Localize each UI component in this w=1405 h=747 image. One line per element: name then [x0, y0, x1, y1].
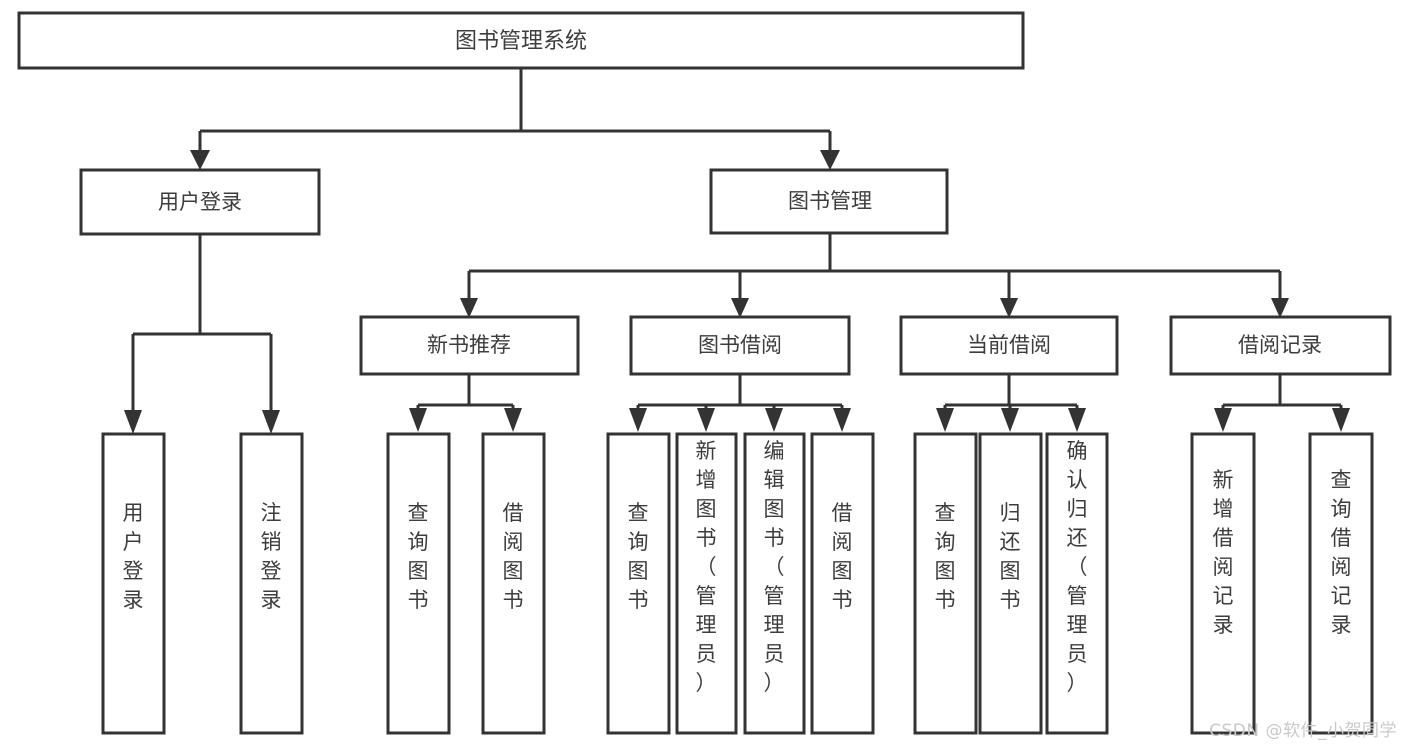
- leaf-node[interactable]: 用户登录: [101, 432, 166, 735]
- leaf-box-nb-query-book[interactable]: [386, 432, 451, 735]
- leaf-label-bb-edit-book: 编辑图书（管理员）: [764, 439, 785, 695]
- leaf-node[interactable]: 编辑图书（管理员）: [743, 432, 806, 735]
- node-new-book-recommend-label: 新书推荐: [427, 333, 511, 357]
- leaf-label-nb-query-book: 查询图书: [408, 501, 429, 612]
- leaf-box-cb-return-book[interactable]: [978, 432, 1043, 735]
- arrow-head-br-leaf-1: [1332, 408, 1350, 432]
- leaf-node[interactable]: 查询图书: [386, 432, 451, 735]
- leaf-label-bb-borrow-book: 借阅图书: [832, 501, 853, 612]
- arrow-head-cb-leaf-1: [1001, 408, 1019, 432]
- node-borrow-record-box[interactable]: [1169, 315, 1392, 376]
- node-book-management[interactable]: 图书管理: [709, 168, 949, 235]
- leaf-box-user-login[interactable]: [101, 432, 166, 735]
- leaf-box-cb-confirm-return[interactable]: [1045, 432, 1109, 735]
- node-borrow-record[interactable]: 借阅记录: [1169, 315, 1392, 376]
- leaf-node[interactable]: 归还图书: [978, 432, 1043, 735]
- arrow-head-current-borrow: [1000, 298, 1018, 318]
- node-root-box[interactable]: [17, 11, 1025, 70]
- leaf-box-bb-edit-book[interactable]: [743, 432, 806, 735]
- node-root-system[interactable]: 图书管理系统: [17, 11, 1025, 70]
- node-book-management-label: 图书管理: [788, 189, 872, 213]
- arrow-head-cb-leaf-0: [936, 408, 954, 432]
- leaf-box-bb-add-book[interactable]: [675, 432, 738, 735]
- arrow-head-bb-leaf-2: [765, 408, 783, 432]
- leaf-label-br-add-record: 新增借阅记录: [1213, 468, 1234, 637]
- arrow-head-br-leaf-0: [1214, 408, 1232, 432]
- arrow-head-book-borrow: [731, 298, 749, 318]
- arrow-head-cb-leaf-2: [1068, 408, 1086, 432]
- arrow-head-bb-leaf-0: [629, 408, 647, 432]
- leaf-box-bb-query-book[interactable]: [606, 432, 671, 735]
- leaf-box-br-query-record[interactable]: [1308, 432, 1374, 735]
- leaf-box-bb-borrow-book[interactable]: [810, 432, 875, 735]
- leaf-label-nb-borrow-book: 借阅图书: [503, 501, 524, 612]
- leaf-node[interactable]: 确认归还（管理员）: [1045, 432, 1109, 735]
- node-new-book-recommend[interactable]: 新书推荐: [359, 315, 580, 376]
- arrow-head-bb-leaf-3: [833, 408, 851, 432]
- leaf-label-cb-query-book: 查询图书: [935, 501, 956, 612]
- arrow-head-nb-leaf-1: [504, 408, 522, 432]
- leaf-node[interactable]: 查询图书: [606, 432, 671, 735]
- node-current-borrow-label: 当前借阅: [967, 333, 1051, 357]
- arrow-head-ul-leaf-0: [124, 410, 142, 434]
- leaf-box-nb-borrow-book[interactable]: [481, 432, 546, 735]
- leaf-box-logout[interactable]: [239, 432, 304, 735]
- arrow-head-ul-leaf-1: [262, 410, 280, 434]
- node-borrow-record-label: 借阅记录: [1238, 333, 1322, 357]
- node-user-login-label: 用户登录: [158, 190, 242, 214]
- leaf-box-br-add-record[interactable]: [1190, 432, 1256, 735]
- arrow-head-user-login: [190, 150, 210, 170]
- leaf-node[interactable]: 借阅图书: [481, 432, 546, 735]
- leaf-label-bb-add-book: 新增图书（管理员）: [696, 439, 717, 695]
- node-user-login[interactable]: 用户登录: [79, 168, 321, 236]
- leaf-node[interactable]: 查询图书: [913, 432, 978, 735]
- node-book-borrow-box[interactable]: [629, 315, 851, 376]
- node-root-label: 图书管理系统: [455, 29, 587, 54]
- leaf-node[interactable]: 注销登录: [239, 432, 304, 735]
- node-new-book-recommend-box[interactable]: [359, 315, 580, 376]
- leaf-label-user-login: 用户登录: [123, 501, 144, 612]
- leaf-node[interactable]: 查询借阅记录: [1308, 432, 1374, 735]
- leaf-box-cb-query-book[interactable]: [913, 432, 978, 735]
- leaf-label-cb-confirm-return: 确认归还（管理员）: [1067, 439, 1088, 695]
- node-book-borrow[interactable]: 图书借阅: [629, 315, 851, 376]
- arrow-head-new-book: [460, 298, 478, 318]
- node-book-borrow-label: 图书借阅: [698, 333, 782, 357]
- node-user-login-box[interactable]: [79, 168, 321, 236]
- leaf-node[interactable]: 借阅图书: [810, 432, 875, 735]
- arrow-head-book-manage: [820, 150, 840, 170]
- leaf-label-logout: 注销登录: [261, 501, 282, 612]
- arrow-head-nb-leaf-0: [409, 408, 427, 432]
- node-current-borrow[interactable]: 当前借阅: [899, 315, 1119, 376]
- leaf-label-br-query-record: 查询借阅记录: [1331, 468, 1352, 637]
- leaf-label-bb-query-book: 查询图书: [628, 501, 649, 612]
- node-current-borrow-box[interactable]: [899, 315, 1119, 376]
- leaf-node[interactable]: 新增图书（管理员）: [675, 432, 738, 735]
- arrow-head-borrow-record: [1271, 298, 1289, 318]
- leaf-label-cb-return-book: 归还图书: [1000, 501, 1021, 612]
- node-book-management-box[interactable]: [709, 168, 949, 235]
- connector-group: [124, 68, 1350, 434]
- arrow-head-bb-leaf-1: [697, 408, 715, 432]
- leaf-node[interactable]: 新增借阅记录: [1190, 432, 1256, 735]
